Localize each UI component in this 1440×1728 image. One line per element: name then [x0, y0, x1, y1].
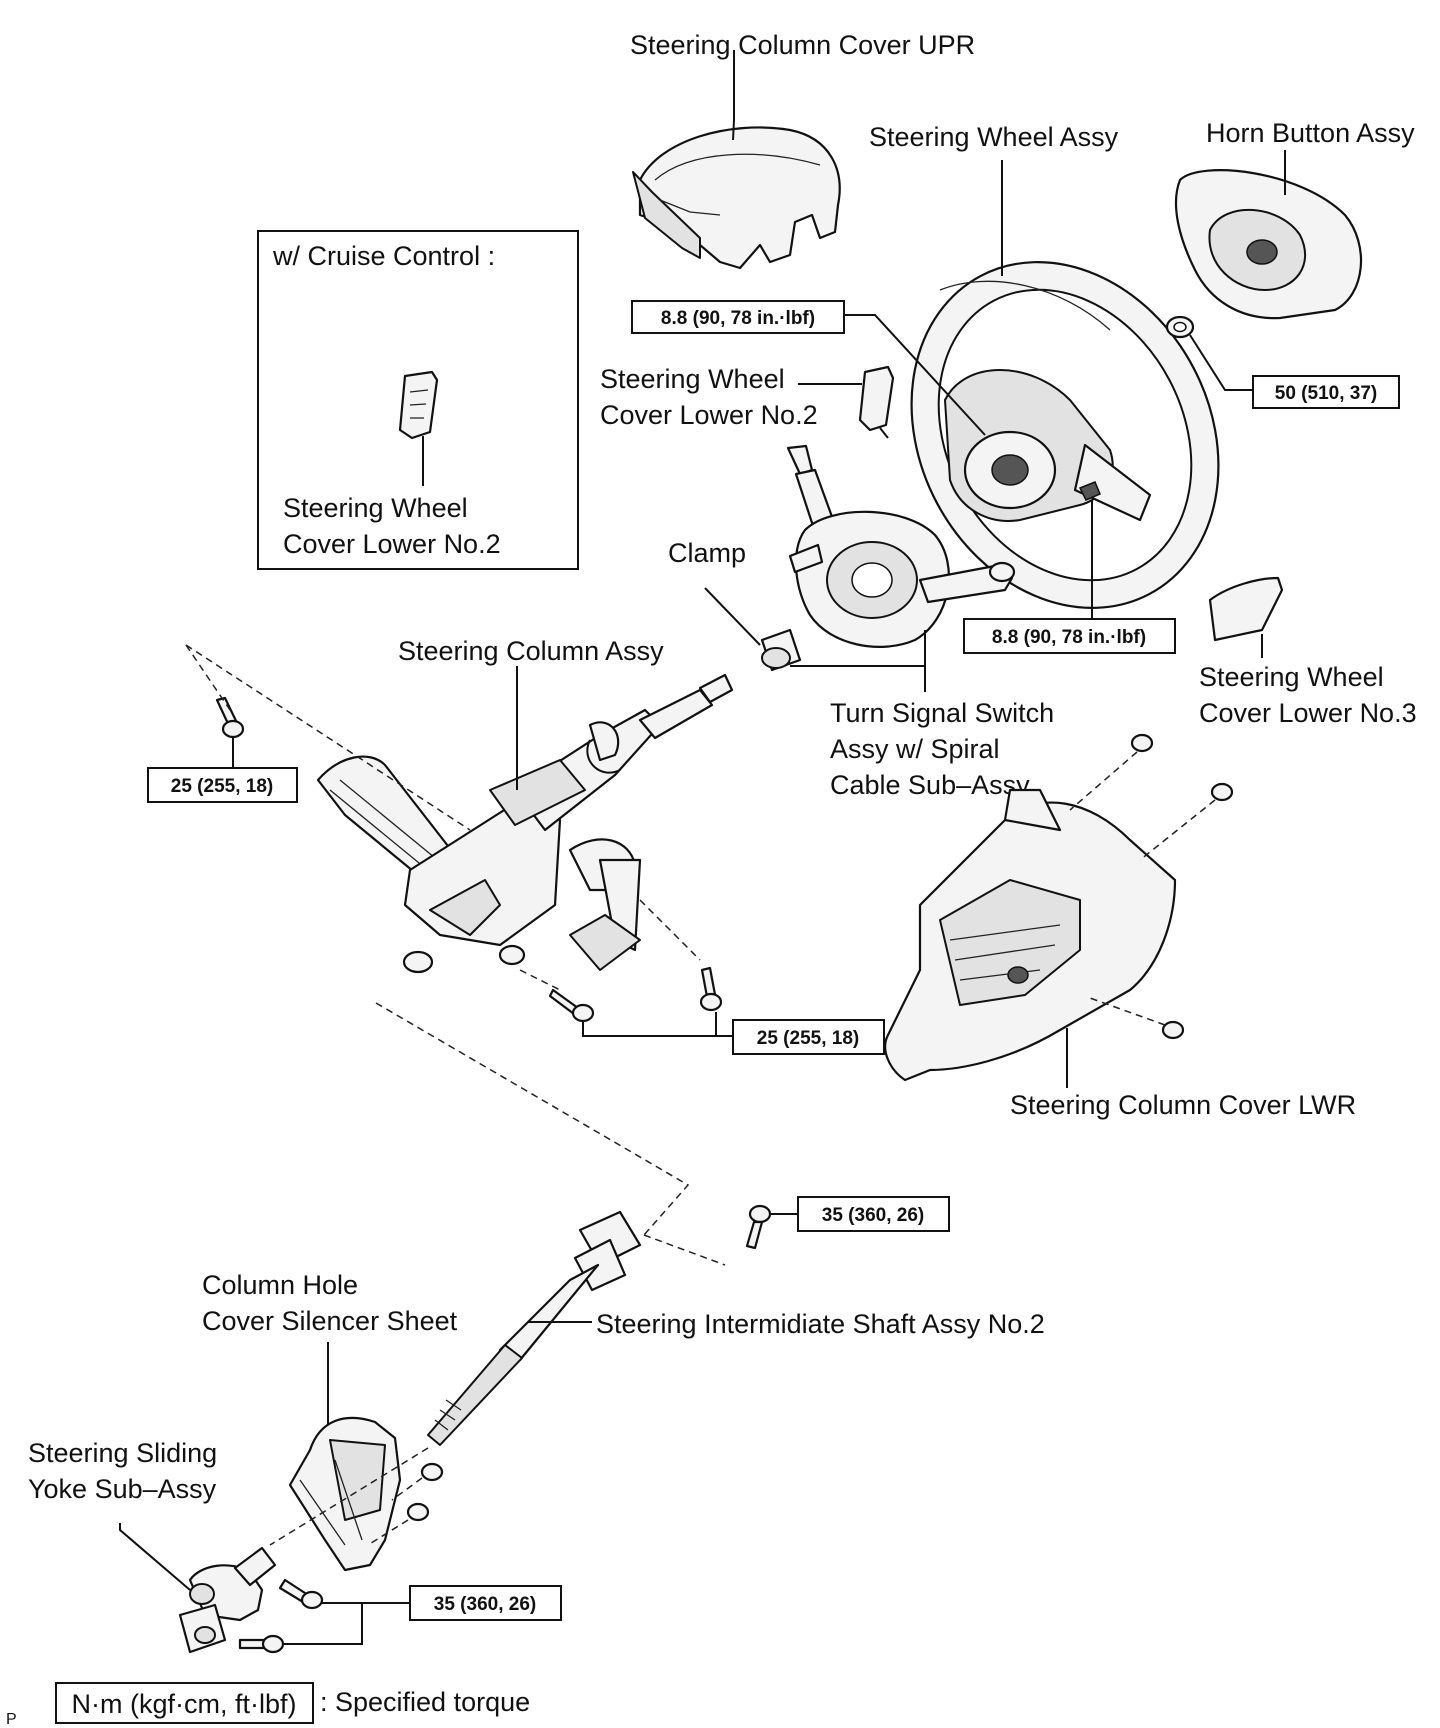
horn-nut-torque: 50 (510, 37) [1275, 383, 1377, 404]
yoke-bolts-torque: 35 (360, 26) [434, 1594, 536, 1615]
column-cover-lwr-screws-part [1130, 733, 1234, 1040]
shaft-bolt-torque: 35 (360, 26) [822, 1205, 924, 1226]
clamp-part [760, 628, 802, 672]
column-cover-lwr-label: Steering Column Cover LWR [1010, 1090, 1356, 1120]
column-cover-upr-label: Steering Column Cover UPR [630, 30, 975, 60]
turn-signal-switch-part [786, 444, 1016, 648]
turn-signal-label-3: Cable Sub–Assy [830, 770, 1030, 800]
column-upper-bolt-torque-box [147, 767, 298, 803]
column-lower-bolts-torque-box [732, 1019, 885, 1055]
steering-wheel-part [910, 261, 1220, 609]
wheel-nut-torque-box [631, 300, 845, 334]
turn-signal-label-1: Turn Signal Switch [830, 698, 1054, 728]
sliding-yoke-part [178, 1546, 277, 1654]
sliding-yoke-label-1: Steering Sliding [28, 1438, 217, 1468]
wheel-screw-part [1078, 481, 1101, 501]
cruise-cover-lower-no2-label-2: Cover Lower No.2 [283, 529, 501, 559]
legend-unit: N·m (kgf·cm, ft·lbf) [72, 1689, 297, 1719]
silencer-nuts-part [406, 1462, 444, 1522]
column-lower-bolts-part [548, 966, 723, 1023]
column-upper-bolt-torque: 25 (255, 18) [171, 776, 273, 797]
column-cover-upr-part [632, 126, 841, 270]
yoke-bolts-torque-box [409, 1585, 562, 1621]
column-cover-lwr-part [884, 788, 1177, 1082]
wheel-nut-torque: 8.8 (90, 78 in.·lbf) [661, 308, 815, 329]
corner-mark: P [6, 1711, 17, 1728]
horn-nut-part [1165, 315, 1195, 339]
intermediate-shaft-label: Steering Intermidiate Shaft Assy No.2 [596, 1309, 1045, 1339]
wheel-screw-torque: 8.8 (90, 78 in.·lbf) [992, 627, 1146, 648]
sliding-yoke-label-2: Yoke Sub–Assy [28, 1474, 217, 1504]
cover-lower-no3-part [1208, 576, 1284, 642]
cover-lower-no2-label-2: Cover Lower No.2 [600, 400, 818, 430]
horn-button-label: Horn Button Assy [1206, 118, 1415, 148]
silencer-label-1: Column Hole [202, 1270, 358, 1300]
turn-signal-label-2: Assy w/ Spiral [830, 734, 1000, 764]
silencer-label-2: Cover Silencer Sheet [202, 1306, 458, 1336]
yoke-bolts-part [238, 1578, 324, 1654]
wheel-screw-torque-box [963, 618, 1176, 654]
cruise-cover-lower-no2-part [398, 370, 439, 440]
horn-nut-torque-box [1252, 375, 1400, 409]
cruise-control-title: w/ Cruise Control : [272, 241, 495, 271]
horn-button-part [1174, 169, 1363, 320]
shaft-bolt-part [745, 1204, 772, 1250]
silencer-sheet-part [288, 1416, 402, 1572]
steering-column-part [316, 673, 734, 974]
column-upper-bolt-part [215, 696, 245, 739]
cover-lower-no3-label-1: Steering Wheel [1199, 662, 1384, 692]
cover-lower-no3-label-2: Cover Lower No.3 [1199, 698, 1417, 728]
legend-unit-box [55, 1682, 314, 1724]
legend-text: : Specified torque [320, 1687, 530, 1717]
clamp-label: Clamp [668, 538, 746, 568]
cover-lower-no2-part [858, 365, 895, 432]
steering-column-label: Steering Column Assy [398, 636, 664, 666]
shaft-bolt-torque-box [797, 1196, 950, 1232]
cruise-cover-lower-no2-label-1: Steering Wheel [283, 493, 468, 523]
cover-lower-no2-label-1: Steering Wheel [600, 364, 785, 394]
column-lower-bolts-torque: 25 (255, 18) [757, 1028, 859, 1049]
intermediate-shaft-part [427, 1210, 642, 1446]
steering-wheel-label: Steering Wheel Assy [869, 122, 1119, 152]
